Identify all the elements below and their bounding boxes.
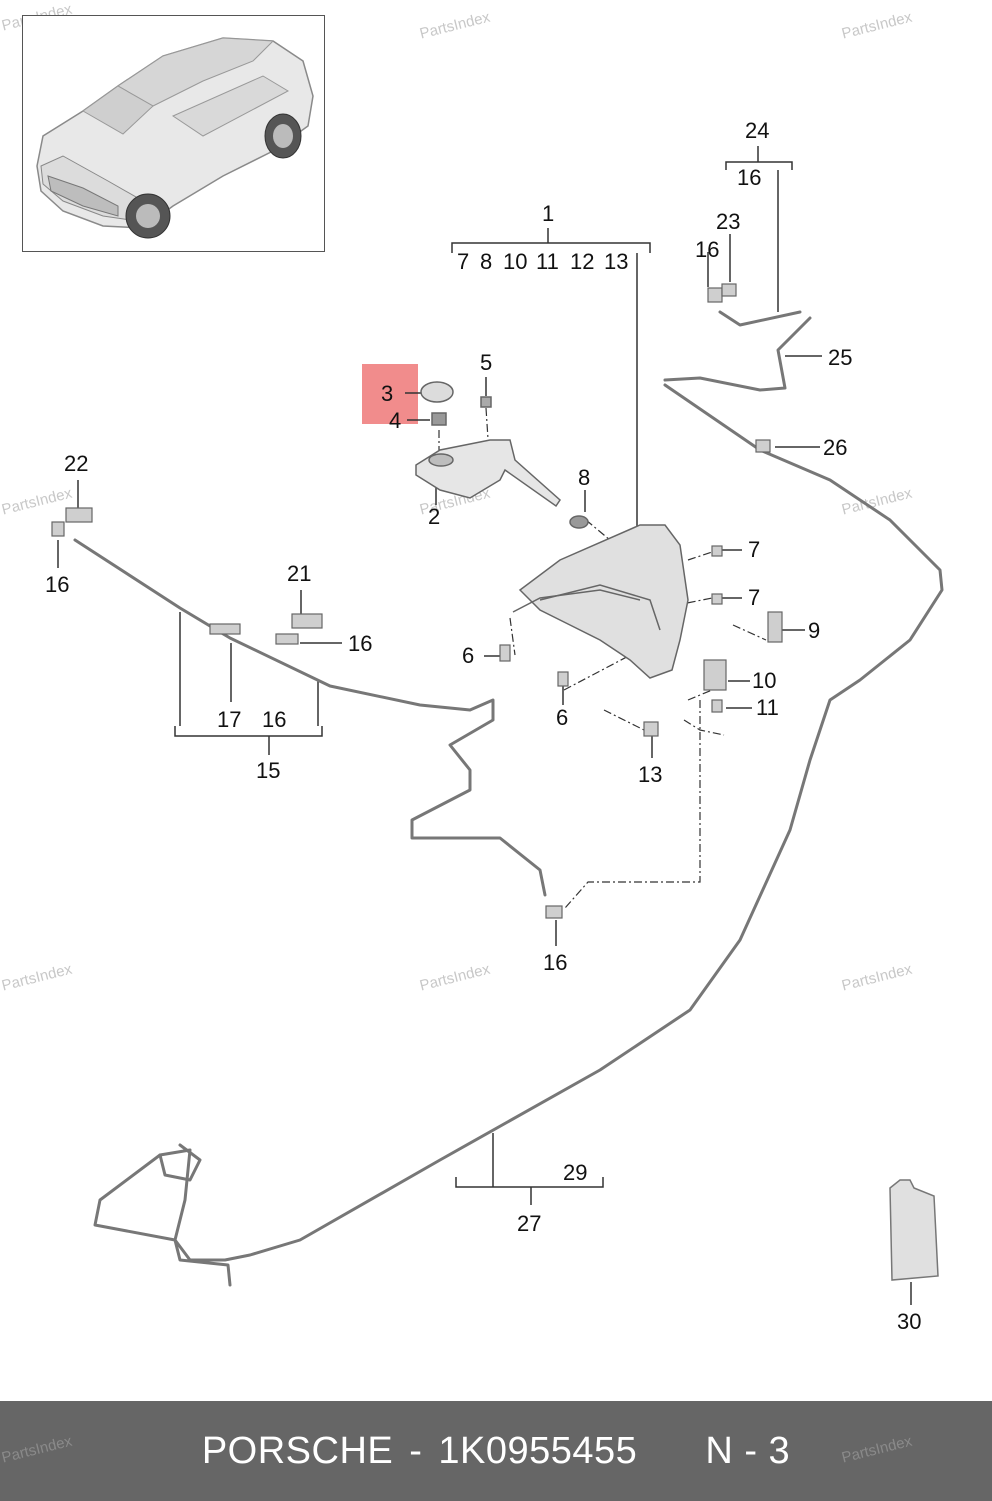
callout-12: 12 <box>570 249 595 274</box>
callout-16: 16 <box>695 237 720 262</box>
connector-16b <box>275 633 299 645</box>
bracket-1 <box>451 242 651 253</box>
callout-15: 15 <box>256 758 281 783</box>
callout-29: 29 <box>563 1160 588 1185</box>
callout-30: 30 <box>897 1309 922 1334</box>
bolt-6a <box>499 644 511 662</box>
callout-6: 6 <box>556 705 569 730</box>
callout-16: 16 <box>262 707 287 732</box>
footer-separator: - <box>409 1429 423 1472</box>
callout-13: 13 <box>604 249 629 274</box>
grommet-8 <box>569 515 589 529</box>
clip-7b <box>711 593 723 605</box>
hose-27 <box>93 383 944 1287</box>
callout-25: 25 <box>828 345 853 370</box>
washer-reservoir <box>518 524 689 679</box>
bracket-15 <box>174 726 323 737</box>
callout-23: 23 <box>716 209 741 234</box>
car-illustration <box>36 37 314 239</box>
callout-3: 3 <box>381 381 394 406</box>
highlighted-part-marker <box>362 364 418 424</box>
pump-10 <box>703 659 727 691</box>
callout-16: 16 <box>348 631 373 656</box>
bracket-24 <box>725 161 793 170</box>
callout-16: 16 <box>45 572 70 597</box>
nozzle-21 <box>291 613 323 629</box>
callout-10: 10 <box>503 249 528 274</box>
callout-10: 10 <box>752 668 777 693</box>
callout-7: 7 <box>748 585 761 610</box>
hose-15 <box>73 538 547 897</box>
callout-16: 16 <box>737 165 762 190</box>
callout-9: 9 <box>808 618 821 643</box>
filler-neck <box>415 439 561 508</box>
callout-8: 8 <box>578 465 591 490</box>
callout-24: 24 <box>745 118 770 143</box>
callout-4: 4 <box>389 408 402 433</box>
diagram-position: N - 3 <box>705 1429 791 1472</box>
filler-cap <box>420 381 454 403</box>
connector-26 <box>755 439 771 453</box>
callout-8: 8 <box>480 249 493 274</box>
callout-7: 7 <box>457 249 470 274</box>
grommet-11 <box>711 699 723 713</box>
pump-9 <box>767 611 783 643</box>
callout-26: 26 <box>823 435 848 460</box>
part-number: 1K0955455 <box>438 1429 638 1472</box>
fluid-bottle-30 <box>889 1179 939 1281</box>
parts-diagram: PartsIndex PartsIndex PartsIndex PartsIn… <box>0 1 944 1334</box>
footer-bar: PORSCHE - 1K0955455 N - 3 <box>0 1401 992 1501</box>
hose-24 <box>718 310 802 327</box>
callout-1: 1 <box>542 201 555 226</box>
callout-11: 11 <box>756 695 779 720</box>
callout-6: 6 <box>462 643 475 668</box>
connector-16f <box>545 905 563 919</box>
connector-16c <box>707 287 723 303</box>
brand-name: PORSCHE <box>201 1429 394 1472</box>
screw-5 <box>480 396 492 408</box>
callout-7: 7 <box>748 537 761 562</box>
nozzle-23 <box>721 283 737 297</box>
t-piece-17 <box>209 623 241 635</box>
diagram-line-art <box>51 146 944 1305</box>
bracket-27 <box>455 1177 604 1188</box>
hose-25 <box>663 316 812 392</box>
connector-16 <box>51 521 65 537</box>
callout-17: 17 <box>217 707 242 732</box>
callout-11: 11 <box>536 249 559 274</box>
callout-16: 16 <box>543 950 568 975</box>
callout-2: 2 <box>428 504 441 529</box>
vehicle-thumbnail <box>22 15 325 252</box>
callout-5: 5 <box>480 350 493 375</box>
bolt-6b <box>557 671 569 687</box>
callout-13: 13 <box>638 762 663 787</box>
cap-seal <box>431 412 447 426</box>
sensor-13 <box>643 721 659 737</box>
nozzle-22 <box>65 507 93 523</box>
clip-7a <box>711 545 723 557</box>
callout-27: 27 <box>517 1211 542 1236</box>
hose-loop <box>158 1143 202 1182</box>
callout-22: 22 <box>64 451 89 476</box>
callout-21: 21 <box>287 561 312 586</box>
